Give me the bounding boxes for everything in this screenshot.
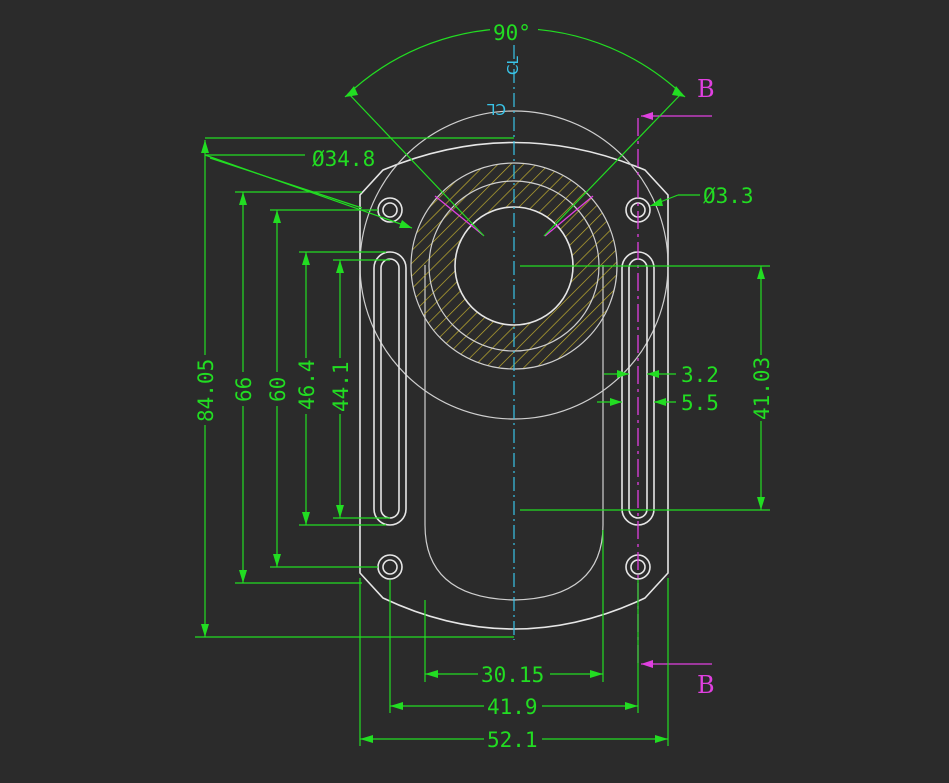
dim-66-bg xyxy=(230,372,256,406)
dim-84-05-bg xyxy=(192,355,218,425)
dim-41-03 xyxy=(520,265,770,511)
section-ticks xyxy=(434,195,594,237)
dim-30-15-label: 30.15 xyxy=(481,663,544,687)
dim-66-label: 66 xyxy=(232,377,256,402)
angle-label-bg xyxy=(490,19,538,45)
dim-52-1-label: 52.1 xyxy=(487,728,538,752)
section-b-line xyxy=(637,112,712,668)
section-label-top: B xyxy=(697,75,715,103)
centerline-label-inner: CL xyxy=(487,100,506,118)
dia-small-label: Ø3.3 xyxy=(703,184,754,208)
dia-small-leader xyxy=(649,194,700,207)
dim-60-label: 60 xyxy=(266,377,290,402)
dim-84-05-label: 84.05 xyxy=(194,359,218,422)
dim-30-15 xyxy=(424,530,604,682)
dim-60-bg xyxy=(264,372,290,406)
dim-46-4-bg xyxy=(293,358,319,414)
dia-large-label: Ø34.8 xyxy=(312,147,375,171)
dim-41-9-bg xyxy=(484,692,542,718)
dim-41-03-bg xyxy=(748,355,774,421)
dim-44-1-bg xyxy=(327,358,353,414)
section-label-bottom: B xyxy=(697,671,715,699)
mounting-holes xyxy=(377,197,651,580)
dim-5-5 xyxy=(597,398,676,406)
dim-41-03-label: 41.03 xyxy=(750,357,774,420)
dim-5-5-label: 5.5 xyxy=(681,391,719,415)
dim-3-2-label: 3.2 xyxy=(681,363,719,387)
dim-44-1-label: 44.1 xyxy=(329,361,353,412)
dim-52-1-bg xyxy=(484,725,542,751)
dim-3-2 xyxy=(604,370,676,378)
dim-30-15-bg xyxy=(478,660,550,686)
angle-label: 90° xyxy=(493,21,531,45)
dim-41-9-label: 41.9 xyxy=(487,695,538,719)
dim-46-4-label: 46.4 xyxy=(295,359,319,410)
centerline-label-top: CL xyxy=(504,56,522,75)
